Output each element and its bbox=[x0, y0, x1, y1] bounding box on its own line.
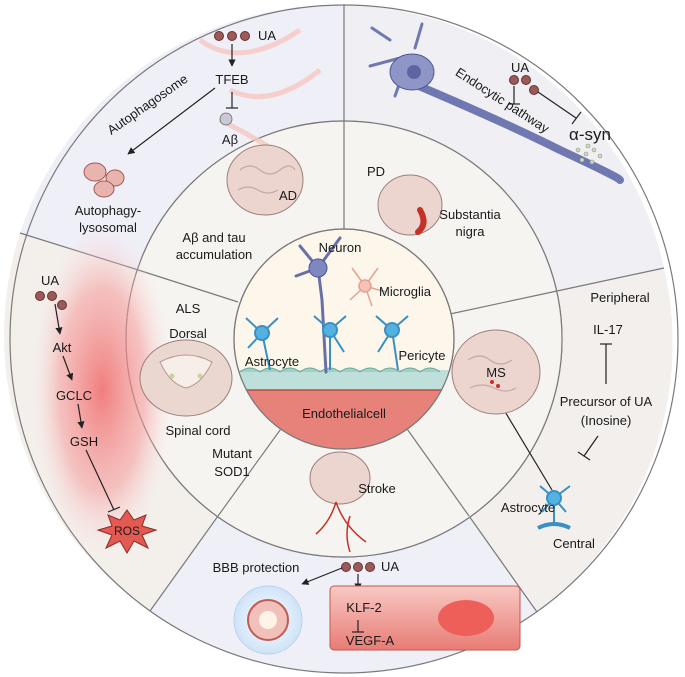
brain-ms-icon bbox=[451, 329, 541, 415]
label-microglia: Microglia bbox=[379, 284, 432, 299]
label-pericyte: Pericyte bbox=[399, 348, 446, 363]
label-ua: UA bbox=[41, 273, 59, 288]
label-vegfa: VEGF-A bbox=[346, 633, 395, 648]
label-ad: AD bbox=[279, 188, 297, 203]
label-abeta: Aβ bbox=[222, 132, 238, 147]
label-ua: UA bbox=[258, 28, 276, 43]
inner-circle bbox=[233, 228, 455, 450]
ua-molecule-icon bbox=[341, 562, 375, 572]
amyloid-aggregate-icon bbox=[219, 112, 233, 126]
label-astrocyte: Astrocyte bbox=[501, 500, 555, 515]
label-mutant-2: SOD1 bbox=[214, 464, 249, 479]
panel-endocytic bbox=[368, 22, 624, 184]
label-autophagy-1: Autophagy- bbox=[75, 203, 142, 218]
label-gsh: GSH bbox=[70, 434, 98, 449]
label-precursor-1: Precursor of UA bbox=[560, 394, 653, 409]
label-ua: UA bbox=[511, 60, 529, 75]
label-substantia-2: nigra bbox=[456, 224, 486, 239]
autophagy-lysosome-icon bbox=[83, 162, 125, 198]
label-spinal-cord: Spinal cord bbox=[165, 423, 230, 438]
label-gclc: GCLC bbox=[56, 388, 92, 403]
label-central: Central bbox=[553, 536, 595, 551]
label-akt: Akt bbox=[53, 340, 72, 355]
label-abeta-tau-2: accumulation bbox=[176, 247, 253, 262]
ua-molecule-icon bbox=[509, 75, 539, 95]
label-substantia-1: Substantia bbox=[439, 207, 501, 222]
label-ros: ROS bbox=[114, 524, 140, 538]
label-neuron: Neuron bbox=[319, 240, 362, 255]
astrocyte-icon bbox=[539, 485, 571, 524]
label-klf2: KLF-2 bbox=[346, 600, 381, 615]
label-mutant-1: Mutant bbox=[212, 446, 252, 461]
label-asyn: α-syn bbox=[569, 125, 611, 144]
neuron-body-icon bbox=[389, 53, 435, 91]
microglia-cell bbox=[349, 267, 387, 307]
label-autophagy-2: lysosomal bbox=[79, 220, 137, 235]
label-endothelial-cell: Endothelialcell bbox=[302, 406, 386, 421]
ros-burst-icon bbox=[96, 509, 158, 554]
label-ua: UA bbox=[381, 559, 399, 574]
label-abeta-tau-1: Aβ and tau bbox=[182, 230, 245, 245]
neuron-cell bbox=[294, 236, 342, 374]
label-pd: PD bbox=[367, 164, 385, 179]
label-il17: IL-17 bbox=[593, 322, 623, 337]
label-precursor-2: (Inosine) bbox=[581, 413, 632, 428]
panel-antioxidant bbox=[30, 220, 174, 560]
brain-ad-icon bbox=[226, 144, 304, 216]
ua-molecule-icon bbox=[35, 291, 67, 310]
panel-bbb bbox=[233, 562, 521, 655]
label-astrocyte: Astrocyte bbox=[245, 354, 299, 369]
label-stroke: Stroke bbox=[358, 481, 396, 496]
label-tfeb: TFEB bbox=[215, 72, 248, 87]
astrocyte-cells bbox=[245, 315, 409, 371]
label-ms: MS bbox=[486, 365, 506, 380]
ua-molecule-icon bbox=[214, 31, 250, 41]
label-peripheral: Peripheral bbox=[590, 290, 649, 305]
label-als: ALS bbox=[176, 301, 201, 316]
brain-stroke-icon bbox=[309, 451, 371, 553]
label-dorsal: Dorsal bbox=[169, 326, 207, 341]
asyn-aggregate-icon bbox=[575, 143, 603, 165]
label-bbb-protection: BBB protection bbox=[213, 560, 300, 575]
spinal-cord-icon bbox=[139, 339, 233, 417]
brain-pd-icon bbox=[377, 174, 443, 236]
bbb-vessel-icon bbox=[233, 585, 303, 655]
